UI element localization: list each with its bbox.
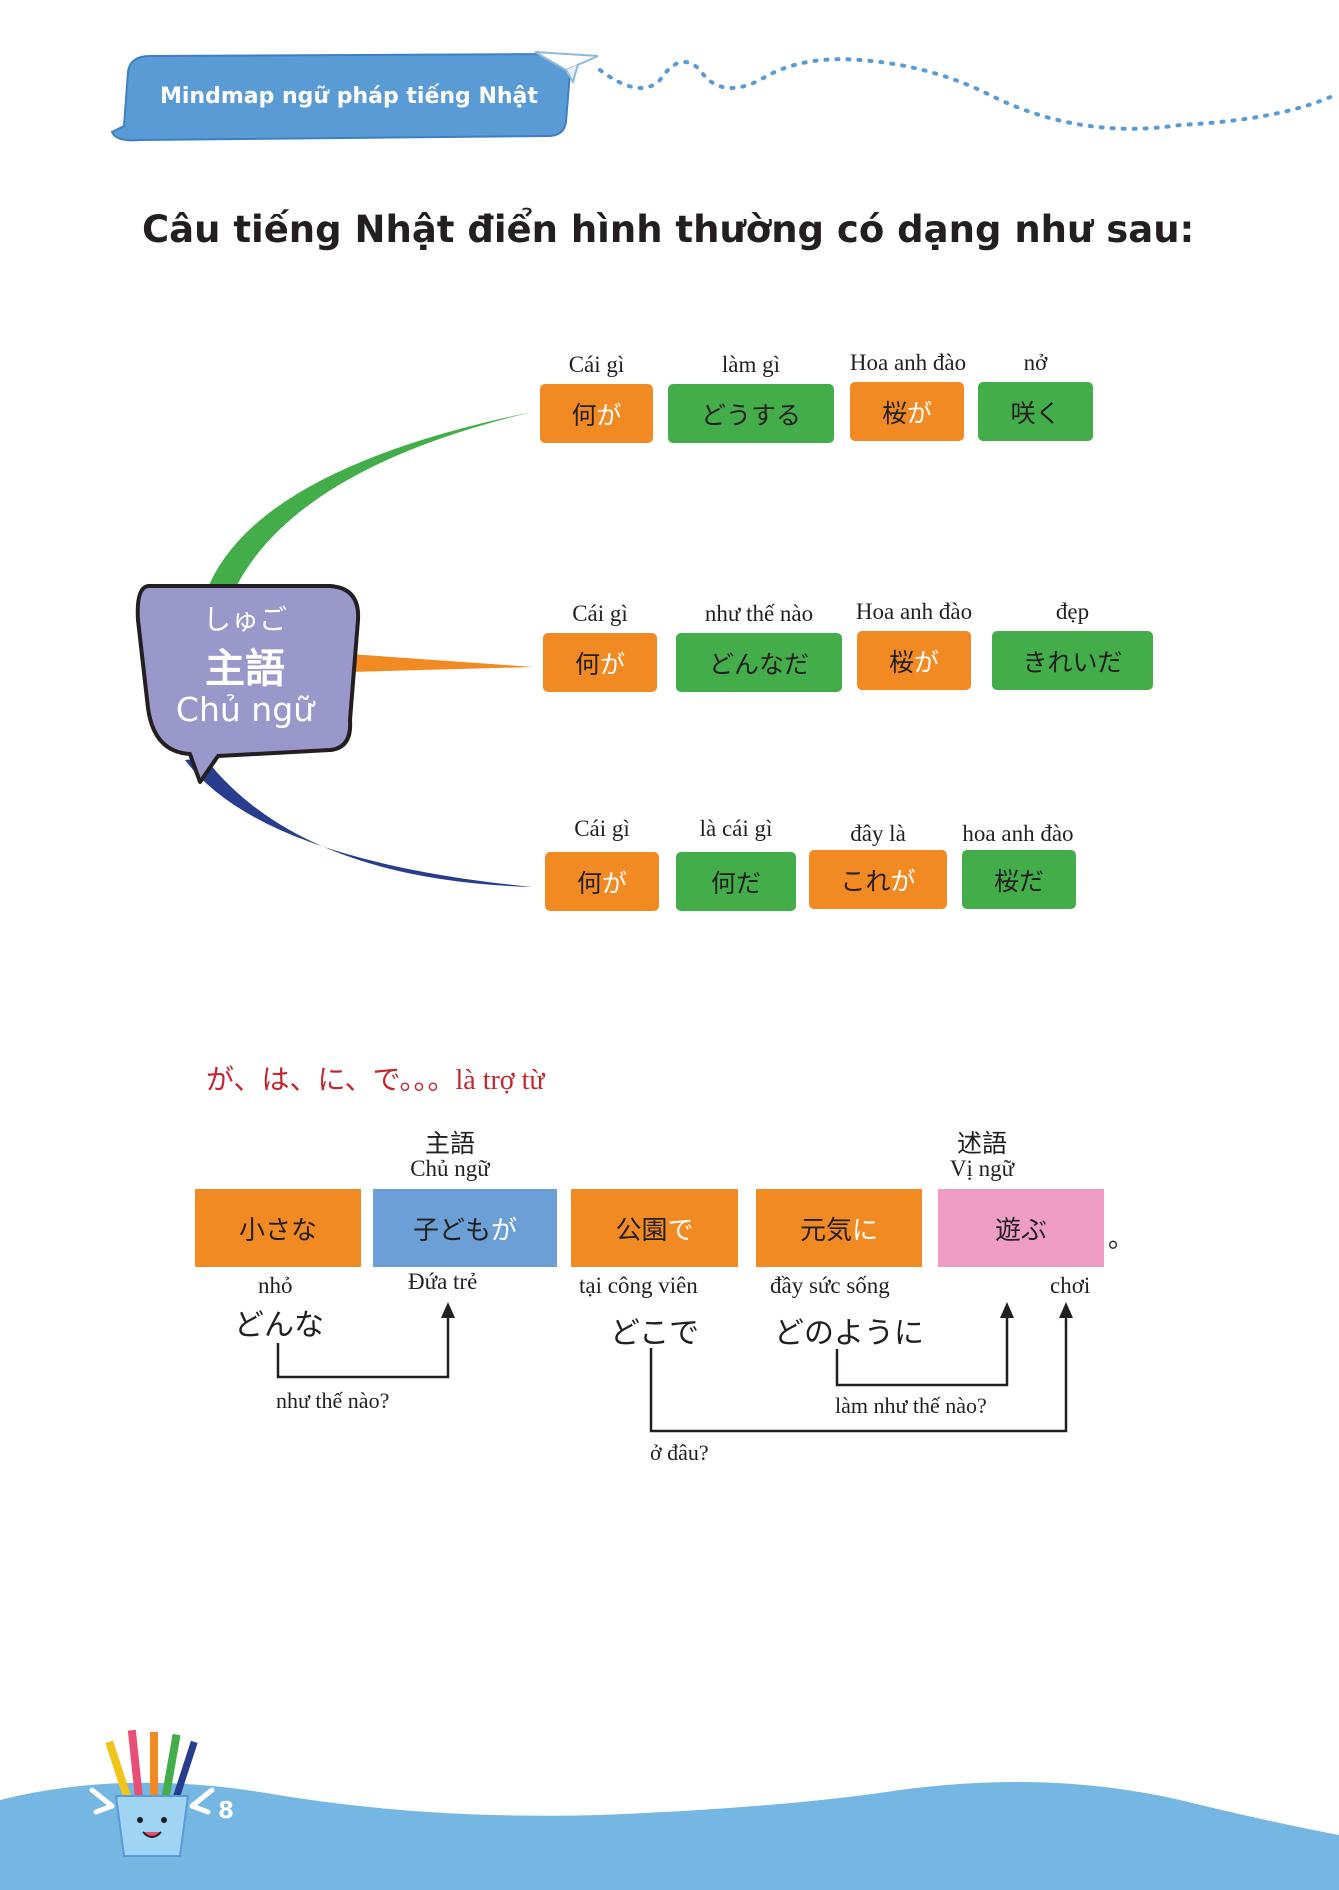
pattern-1-label-4: nở <box>1023 350 1048 375</box>
mindmap-branches <box>135 412 534 887</box>
pattern-2-word-3: 桜が <box>857 631 971 690</box>
pattern-3-label-3: đây là <box>850 821 906 846</box>
particle: が <box>602 868 628 898</box>
arrowhead-donoyouni <box>1000 1302 1014 1318</box>
pattern-2-word-1: 何が <box>543 633 657 692</box>
page-number: 8 <box>218 1798 235 1824</box>
pattern-1-word-3: 桜が <box>850 382 964 441</box>
sentence-period: 。 <box>1108 1224 1135 1254</box>
arrowhead-dokode <box>1059 1302 1073 1318</box>
pattern-1-word-2: どうする <box>668 384 834 443</box>
pencil-cup-icon <box>89 1729 215 1857</box>
sentence-word-2: 子どもが <box>373 1189 557 1267</box>
subject-bubble <box>135 584 361 784</box>
pattern-3-word-1: 何が <box>545 852 659 911</box>
particle: が <box>596 400 622 430</box>
pattern-2-word-4: きれいだ <box>992 631 1153 690</box>
sentence-word-5: 遊ぶ <box>938 1189 1104 1267</box>
question-dokode: どこで <box>610 1316 700 1351</box>
dotted-flight-path <box>598 57 1337 131</box>
banner-title: Mindmap ngữ pháp tiếng Nhật <box>160 84 538 109</box>
particle: で <box>667 1215 694 1246</box>
pattern-3-label-2: là cái gì <box>699 816 773 841</box>
pattern-3-word-2: 何だ <box>676 852 796 911</box>
bubble-kana: しゅご <box>202 603 287 636</box>
pattern-3-word-3: これが <box>809 850 947 909</box>
branch-navy <box>185 758 532 887</box>
pattern-2-label-4: đẹp <box>1055 599 1090 624</box>
pattern-2-label-1: Cái gì <box>572 601 628 626</box>
pattern-3-label-1: Cái gì <box>574 816 630 841</box>
particle: が <box>491 1215 518 1246</box>
pattern-1-word-1: 何が <box>540 384 653 443</box>
pattern-3-word-4: 桜だ <box>962 850 1076 909</box>
branch-orange <box>350 654 534 672</box>
bubble-vietnamese: Chủ ngữ <box>175 690 315 729</box>
gloss-3: tại công viên <box>579 1273 698 1298</box>
particle: が <box>914 647 940 677</box>
header-banner <box>110 51 1337 142</box>
bubble-kanji: 主語 <box>205 645 285 692</box>
page-heading: Câu tiếng Nhật điển hình thường có dạng … <box>142 208 1195 251</box>
particles-note: が、は、に、で。。。là trợ từ <box>206 1065 545 1096</box>
footer-wave <box>0 1729 1339 1890</box>
predicate-role-vn: Vị ngữ <box>949 1156 1015 1181</box>
pattern-2-label-3: Hoa anh đào <box>855 599 973 624</box>
pattern-2-word-2: どんなだ <box>676 633 842 692</box>
particle: が <box>907 398 933 428</box>
pattern-3-label-4: hoa anh đào <box>962 821 1074 846</box>
subject-role-vn: Chủ ngữ <box>410 1156 490 1181</box>
gloss-2: Đứa trẻ <box>408 1269 478 1294</box>
predicate-role-jp: 述語 <box>956 1129 1007 1158</box>
gloss-5: chơi <box>1050 1273 1091 1298</box>
arrowhead-donna <box>441 1302 455 1318</box>
gloss-4: đầy sức sống <box>770 1273 890 1298</box>
question-arrows <box>276 1302 1073 1433</box>
question-label-dokode: ở đâu? <box>650 1440 709 1465</box>
subject-role-jp: 主語 <box>424 1129 475 1158</box>
sentence-word-1: 小さな <box>195 1189 361 1267</box>
banner-shape <box>110 52 572 142</box>
pattern-1-label-3: Hoa anh đào <box>849 350 967 375</box>
sentence-word-4: 元気に <box>756 1189 922 1267</box>
sentence-word-3: 公園で <box>571 1189 738 1267</box>
pattern-1-word-4: 咲く <box>978 382 1093 441</box>
branch-green <box>205 412 532 595</box>
question-donna: どんな <box>234 1308 324 1343</box>
question-label-donoyouni: làm như thế nào? <box>835 1393 987 1418</box>
arrow-donna <box>276 1312 450 1379</box>
particle: に <box>852 1215 879 1246</box>
particle: が <box>890 866 916 896</box>
pattern-2-label-2: như thế nào <box>704 601 814 626</box>
particle: が <box>600 649 626 679</box>
gloss-1: nhỏ <box>258 1273 293 1298</box>
arrow-donoyouni <box>835 1312 1009 1387</box>
pattern-1-label-2: làm gì <box>721 352 781 377</box>
arrow-dokode <box>649 1312 1068 1433</box>
pattern-1-label-1: Cái gì <box>568 352 625 377</box>
question-label-donna: như thế nào? <box>276 1388 390 1413</box>
question-donoyouni: どのように <box>774 1316 924 1351</box>
paper-plane-icon <box>534 51 599 85</box>
